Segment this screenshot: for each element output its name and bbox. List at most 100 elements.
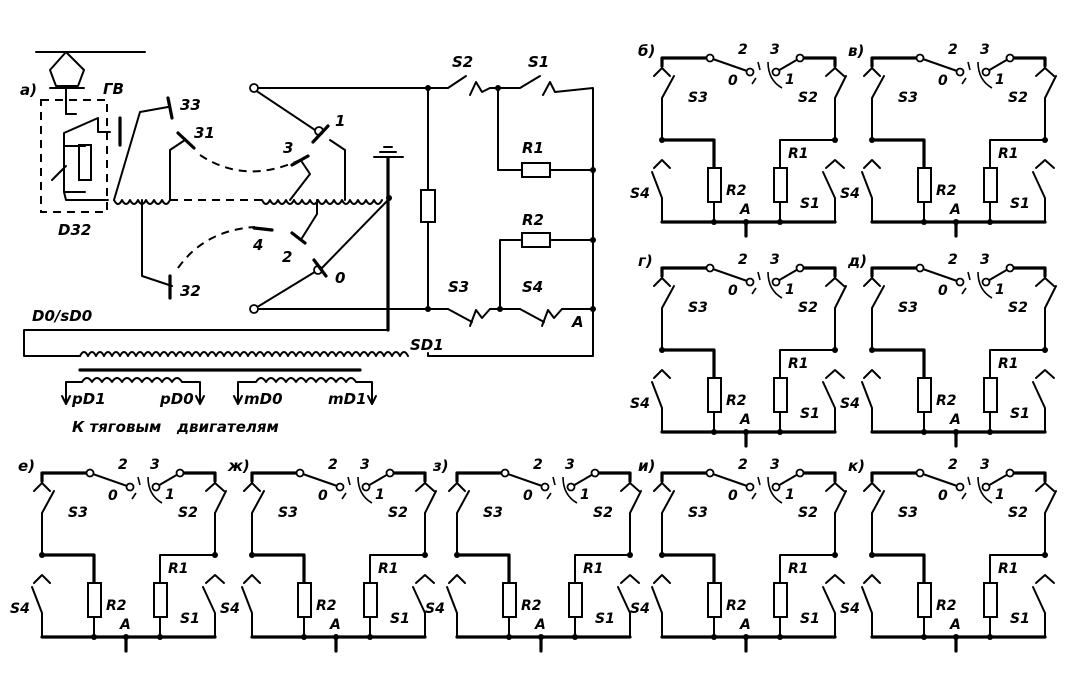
position-0: 0 [938, 283, 948, 299]
r1-label: R1 [788, 146, 809, 162]
r2-resistor [917, 582, 932, 618]
selector-arm-left [709, 267, 751, 283]
shunt-resistor [420, 189, 436, 223]
s4-contact [863, 574, 881, 584]
junction-dot [1042, 137, 1048, 143]
tap-31-wire [169, 139, 186, 201]
traction-coil-primary [79, 351, 409, 357]
pivot [85, 468, 95, 478]
selector-arm-right [570, 472, 596, 488]
junction-dot [777, 634, 783, 640]
s3-switch [871, 490, 885, 556]
s4-contact [448, 574, 466, 584]
position-2: 2 [948, 252, 958, 268]
r1-top-wire [989, 139, 1046, 169]
a-label: A [949, 202, 961, 218]
gv-label: ГВ [103, 80, 124, 98]
position-2: 2 [738, 42, 748, 58]
s3-switch [661, 75, 675, 141]
pivot [981, 482, 991, 492]
d32-wiring [63, 145, 109, 201]
position-0: 0 [938, 73, 948, 89]
r1-top-wire [779, 554, 836, 584]
tap-32-wire [141, 199, 173, 287]
junction-dot [590, 237, 596, 243]
resistor-leads [713, 616, 781, 638]
junction-dot [832, 347, 838, 353]
secondary-coil-p [65, 377, 201, 389]
s1-contact [542, 81, 594, 310]
contact-arc-left [961, 271, 971, 295]
s4-switch [651, 381, 663, 433]
s4-label: S4 [840, 186, 860, 202]
tap-31-contact [176, 131, 196, 150]
s1-contact [825, 369, 845, 379]
s4-switch [499, 308, 545, 323]
r2-label: R2 [521, 598, 542, 614]
contact-arc-right [977, 61, 993, 89]
selector-wire-left [40, 471, 92, 483]
s2-switch [1044, 285, 1057, 351]
tap-1-label: 1 [335, 112, 345, 130]
pivot [705, 468, 715, 478]
gv-switch [63, 117, 111, 147]
position-3: 3 [770, 457, 780, 473]
panel-label: и) [638, 457, 655, 475]
pivot [955, 67, 965, 77]
s2-label: S2 [593, 505, 613, 521]
d0-wire [23, 329, 389, 357]
pivot [981, 67, 991, 77]
s2-contact [825, 482, 845, 492]
r1-resistor [521, 162, 551, 178]
s1-contact [825, 159, 845, 169]
s4-label: S4 [840, 396, 860, 412]
s1-label: S1 [1010, 196, 1030, 212]
selector-wire-left [250, 471, 302, 483]
r2-label: R2 [936, 183, 957, 199]
r1-label: R1 [583, 561, 604, 577]
r2-top-wire [660, 138, 716, 170]
r2-resistor [707, 377, 722, 413]
s2-switch [214, 490, 227, 556]
s1-label: S1 [800, 196, 820, 212]
contact-arc-left [961, 61, 971, 85]
junction-dot [832, 137, 838, 143]
pivot [955, 277, 965, 287]
arrow-md1-icon [367, 387, 377, 405]
position-2: 2 [328, 457, 338, 473]
s4-label: S4 [10, 601, 30, 617]
selector-wire-left [870, 56, 922, 68]
s4-contact [863, 369, 881, 379]
junction-dot [659, 552, 665, 558]
pivot [955, 482, 965, 492]
r2-top-wire [250, 553, 306, 585]
s4-switch [861, 381, 873, 433]
s3-label: S3 [688, 505, 708, 521]
s1-label: S1 [800, 406, 820, 422]
s3-contact [243, 482, 261, 492]
selector-arm-left [919, 57, 961, 73]
selector-arm-left [919, 267, 961, 283]
tap-3-contact [290, 154, 310, 167]
s1-contact [1035, 369, 1055, 379]
s3-label: S3 [278, 505, 298, 521]
s3-contact [863, 482, 881, 492]
r2-resistor [502, 582, 517, 618]
position-0: 0 [728, 283, 738, 299]
s4-label: S4 [425, 601, 445, 617]
primary-coil-right [261, 199, 383, 205]
s1-contact [415, 574, 435, 584]
s4-switch [241, 586, 253, 638]
s2-label: S2 [388, 505, 408, 521]
s2-label: S2 [798, 300, 818, 316]
r2-label: R2 [936, 598, 957, 614]
r1-label: R1 [378, 561, 399, 577]
pivot [771, 277, 781, 287]
selector-wire-right [1008, 266, 1047, 278]
selector-arm-left [709, 57, 751, 73]
a-label: A [739, 617, 751, 633]
s4-contact [541, 308, 594, 327]
s2-switch [834, 285, 847, 351]
